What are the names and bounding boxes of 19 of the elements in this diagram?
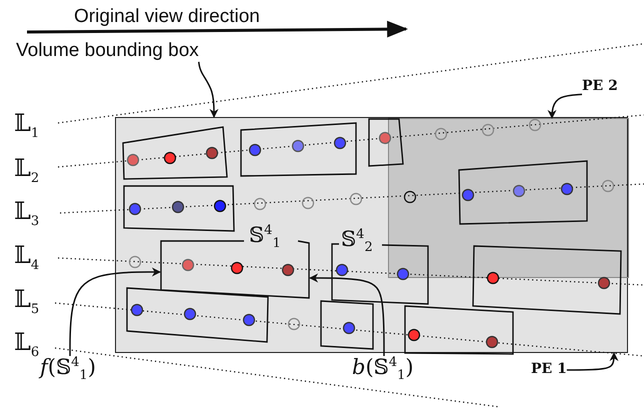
ray-label: 𝕃$_{2}$ (14, 155, 40, 186)
ray-label: 𝕃$_{3}$ (14, 198, 40, 230)
function-label: f(𝕊$^{4}$$_{1}$) (40, 356, 96, 384)
region-label: PE 1 (531, 362, 567, 378)
callout-text: Volume bounding box (16, 41, 199, 62)
ray-label: 𝕃$_{6}$ (14, 329, 40, 360)
function-label: b(𝕊$^{4}$$_{1}$) (352, 356, 414, 384)
ray-label: 𝕃$_{5}$ (14, 286, 40, 318)
leader-arrow (548, 94, 582, 119)
leader-arrow (309, 274, 385, 356)
shaded-region (388, 118, 629, 278)
leader-arrow (69, 268, 161, 356)
direction-label: Original view direction (74, 7, 260, 28)
volume-bounding-box (115, 117, 628, 353)
leader-arrow (198, 62, 218, 118)
ray-label: 𝕃$_{1}$ (14, 110, 40, 142)
ray-label: 𝕃$_{4}$ (14, 242, 40, 274)
leader-arrow (566, 352, 618, 371)
region-label: PE 2 (582, 79, 618, 94)
